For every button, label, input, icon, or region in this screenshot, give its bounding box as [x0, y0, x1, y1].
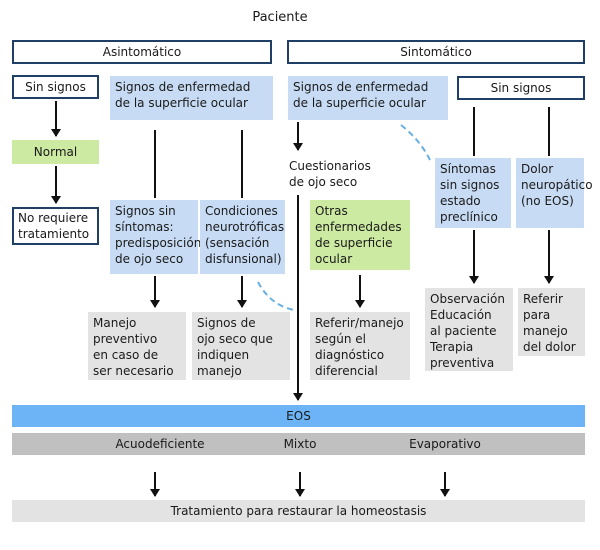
no-requiere-tratamiento-box: No requiere tratamiento: [12, 207, 99, 245]
diagram-title: Paciente: [252, 10, 308, 25]
cuestionarios-label: Cuestionarios de ojo seco: [289, 159, 371, 189]
right-sin-signos-box: Sin signos: [457, 76, 585, 100]
manejo-preventivo-box: Manejo preventivo en caso de ser necesar…: [88, 312, 186, 380]
observacion-box: Observación Educación al paciente Terapi…: [425, 288, 513, 371]
signos-sin-sintomas-box: Signos sin síntomas: predisposición de o…: [110, 200, 201, 274]
sintomas-preclinico-box: Síntomas sin signos estado preclínico: [435, 158, 511, 228]
left-signos-superficie-box: Signos de enfermedad de la superficie oc…: [110, 76, 273, 120]
referir-manejo-box: Referir/manejo según el diagnóstico dife…: [310, 312, 410, 380]
condiciones-neurotroficas-box: Condiciones neurotróficas (sensación dis…: [200, 200, 285, 274]
normal-box: Normal: [12, 140, 99, 164]
dashed-link-right: [400, 124, 431, 161]
subtype-acuodeficiente: Acuodeficiente: [115, 437, 205, 451]
treatment-bar: Tratamiento para restaurar la homeostasi…: [12, 500, 585, 522]
eos-bar: EOS: [12, 405, 585, 427]
header-asintomatico: Asintomático: [12, 40, 272, 64]
right-signos-superficie-box: Signos de enfermedad de la superficie oc…: [288, 76, 448, 120]
otras-enfermedades-box: Otras enfermedades de superficie ocular: [310, 200, 410, 270]
eos-subtypes-bar: Acuodeficiente Mixto Evaporativo: [12, 433, 585, 455]
dashed-link-left: [257, 281, 295, 311]
dolor-neuropatico-box: Dolor neuropático (no EOS): [516, 158, 593, 228]
referir-dolor-box: Referir para manejo del dolor: [518, 288, 585, 356]
left-sin-signos-box: Sin signos: [12, 75, 99, 99]
subtype-evaporativo: Evaporativo: [409, 437, 481, 451]
header-sintomatico: Sintomático: [287, 40, 585, 64]
subtype-mixto: Mixto: [283, 437, 317, 451]
signos-ojo-seco-manejo-box: Signos de ojo seco que indiquen manejo: [192, 312, 290, 380]
